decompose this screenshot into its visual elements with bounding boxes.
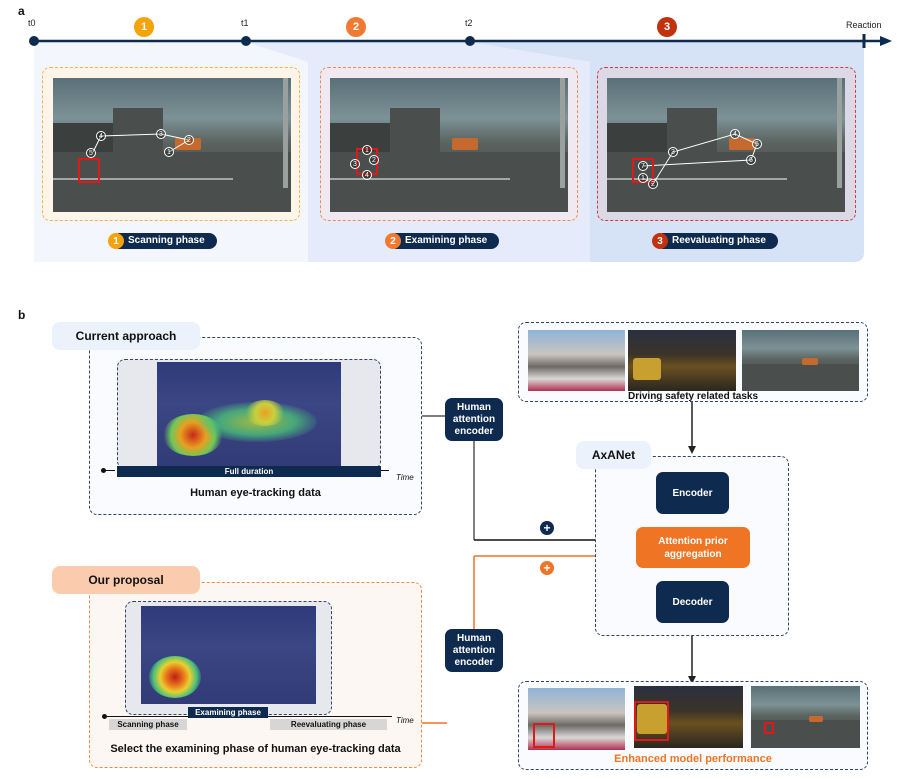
timeline-dot-t1: [241, 36, 251, 46]
time-axis-label: Time: [396, 473, 414, 482]
fixation-1: 1: [638, 173, 648, 183]
scanning-frame: 1 2 3 4 5: [42, 67, 300, 221]
scanpath-lines: [642, 133, 758, 185]
plus-icon: +: [540, 561, 554, 575]
pill-label: Scanning phase: [118, 233, 217, 249]
fixation-4: 4: [730, 129, 740, 139]
fixation-3: 3: [350, 159, 360, 169]
output-image-street: [528, 688, 625, 750]
current-heatmap-image: [157, 362, 341, 466]
encoder-block: Encoder: [656, 472, 729, 514]
attention-prior-aggregation-block: Attention prior aggregation: [636, 527, 750, 568]
fixation-5: 5: [86, 148, 96, 158]
fixation-4: 4: [362, 170, 372, 180]
detection-box: [533, 723, 555, 748]
tick-t0: t0: [28, 18, 36, 28]
current-heatmap-frame: [117, 359, 381, 469]
examining-scene-image: 1 2 3 4: [330, 78, 568, 212]
time-axis-end: [381, 470, 389, 471]
target-box: [78, 158, 100, 183]
pill-number: 1: [108, 233, 124, 249]
time-axis-dot: [101, 468, 106, 473]
tick-t1: t1: [241, 18, 249, 28]
examining-phase-pill: 2 Examining phase: [385, 233, 500, 249]
fixation-2: 2: [648, 179, 658, 189]
timeline-dot-t2: [465, 36, 475, 46]
examining-frame: 1 2 3 4: [320, 67, 578, 221]
plus-icon: +: [540, 521, 554, 535]
output-image-night: [634, 686, 743, 748]
human-attention-encoder-top: Human attention encoder: [445, 398, 503, 441]
phase-number-3: 3: [657, 17, 677, 37]
reevaluating-phase-bar: Reevaluating phase: [270, 719, 387, 730]
time-axis-start: [103, 470, 115, 471]
proposal-caption: Select the examining phase of human eye-…: [110, 743, 401, 755]
fixation-1: 1: [362, 145, 372, 155]
timeline-arrow: [880, 36, 892, 46]
scanning-phase-bar: Scanning phase: [109, 719, 187, 730]
fixation-4: 4: [96, 131, 106, 141]
pill-number: 2: [385, 233, 401, 249]
time-axis-label: Time: [396, 716, 414, 725]
fixation-7: 7: [638, 161, 648, 171]
fixation-2: 2: [369, 155, 379, 165]
task-image-street: [528, 330, 625, 391]
heat-blob: [245, 400, 285, 426]
fixation-5: 5: [752, 139, 762, 149]
fixation-1: 1: [164, 147, 174, 157]
output-frame: Enhanced model performance: [518, 681, 868, 770]
current-caption: Human eye-tracking data: [190, 487, 321, 499]
examining-phase-bar: Examining phase: [188, 707, 268, 718]
proposal-title: Our proposal: [52, 566, 200, 594]
axanet-title: AxANet: [576, 441, 651, 469]
tick-t2: t2: [465, 18, 473, 28]
scanning-scene-image: 1 2 3 4 5: [53, 78, 291, 212]
task-image-night: [628, 330, 736, 391]
fixation-3: 3: [668, 147, 678, 157]
panel-a-label: a: [18, 4, 25, 18]
reevaluating-frame: 1 2 3 4 5 6 7: [597, 67, 856, 221]
heat-blob: [149, 656, 201, 698]
human-attention-encoder-bottom: Human attention encoder: [445, 629, 503, 672]
timeline-dot-t0: [29, 36, 39, 46]
scanpath-lines: [92, 133, 191, 153]
proposal-heatmap-frame: [125, 601, 332, 715]
fixation-3: 3: [156, 129, 166, 139]
pill-number: 3: [652, 233, 668, 249]
tasks-caption: Driving safety related tasks: [627, 391, 759, 402]
full-duration-bar: Full duration: [117, 466, 381, 477]
phase-number-1: 1: [134, 17, 154, 37]
phase-number-2: 2: [346, 17, 366, 37]
task-image-intersection: [742, 330, 859, 391]
reevaluating-phase-pill: 3 Reevaluating phase: [652, 233, 778, 249]
output-caption: Enhanced model performance: [614, 753, 772, 765]
time-axis-dot: [102, 714, 107, 719]
tasks-frame: Driving safety related tasks: [518, 322, 868, 402]
fixation-2: 2: [184, 135, 194, 145]
current-approach-title: Current approach: [52, 322, 200, 350]
decoder-block: Decoder: [656, 581, 729, 623]
pill-label: Examining phase: [395, 233, 500, 249]
tick-reaction: Reaction: [846, 20, 882, 30]
detection-box: [764, 722, 774, 734]
pill-label: Reevaluating phase: [662, 233, 778, 249]
panel-b-label: b: [18, 308, 26, 322]
fixation-6: 6: [746, 155, 756, 165]
scanning-phase-pill: 1 Scanning phase: [108, 233, 217, 249]
proposal-heatmap-image: [141, 606, 316, 704]
reevaluating-scene-image: 1 2 3 4 5 6 7: [607, 78, 845, 212]
detection-box: [634, 701, 669, 741]
output-image-intersection: [751, 686, 860, 748]
